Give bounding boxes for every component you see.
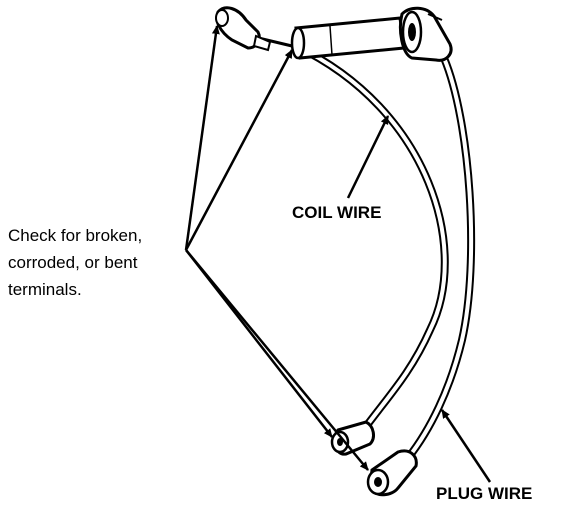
plug-wire-label: PLUG WIRE	[436, 484, 533, 503]
top-left-terminal	[215, 6, 272, 52]
lower-plug-boot	[366, 449, 418, 497]
plug-wire	[404, 54, 476, 462]
coil-wire-arrow	[346, 115, 390, 199]
plug-wire-arrow	[440, 409, 492, 483]
leader-to-top-left-terminal	[184, 25, 220, 251]
coil-boot	[290, 16, 406, 60]
inspection-note-line-1: Check for broken,	[8, 226, 143, 245]
leader-to-coil-boot	[184, 49, 294, 251]
top-right-boot	[398, 6, 453, 62]
inspection-note: Check for broken, corroded, or bent term…	[8, 222, 198, 303]
coil-wire-label: COIL WIRE	[292, 203, 382, 222]
coil-wire	[292, 42, 449, 436]
inspection-note-line-2: corroded, or bent	[8, 253, 138, 272]
lower-coil-boot	[330, 420, 375, 456]
inspection-note-line-3: terminals.	[8, 280, 82, 299]
callout-leaders	[184, 25, 369, 471]
leader-to-lower-plug-boot	[185, 249, 369, 471]
